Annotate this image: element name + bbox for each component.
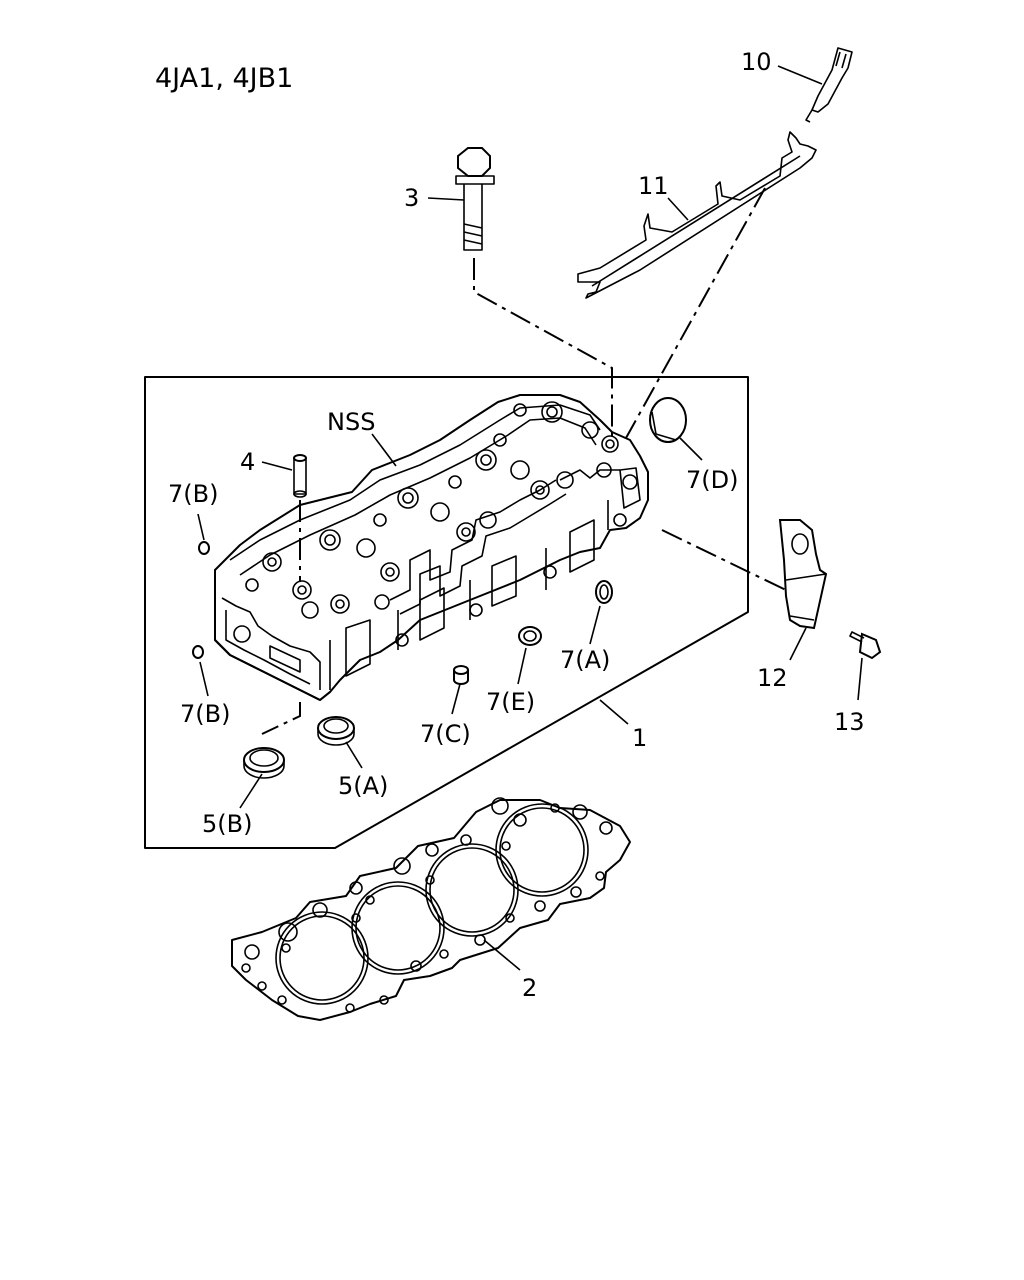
dowel-pin — [293, 454, 307, 498]
glowplug-assembly-line — [625, 187, 766, 439]
plug-7b-top — [198, 541, 210, 555]
plug-7d — [649, 397, 687, 443]
seal-5a — [317, 716, 355, 746]
diagram-title: 4JA1, 4JB1 — [155, 63, 293, 94]
leader-nss — [371, 433, 397, 467]
leader-10 — [777, 65, 823, 85]
callout-7a: 7(A) — [560, 646, 610, 674]
leader-1 — [599, 699, 629, 725]
bracket-assembly-line — [661, 529, 791, 593]
glow-plug-connector — [577, 131, 817, 299]
callout-11: 11 — [638, 172, 669, 200]
callout-5a: 5(A) — [338, 772, 388, 800]
leader-5a — [345, 741, 363, 769]
leader-7e — [517, 647, 527, 685]
leader-2 — [483, 939, 521, 971]
callout-7e: 7(E) — [486, 688, 535, 716]
callout-12: 12 — [757, 664, 788, 692]
leader-12 — [789, 627, 807, 661]
callout-13: 13 — [834, 708, 865, 736]
callout-3: 3 — [404, 184, 419, 212]
callout-10: 10 — [741, 48, 772, 76]
callout-7d: 7(D) — [686, 466, 738, 494]
leader-5b — [239, 773, 263, 809]
plug-7a — [595, 580, 613, 604]
plug-7e — [518, 626, 542, 646]
plug-7b-bottom — [192, 645, 204, 659]
leader-3 — [427, 197, 465, 201]
bracket — [778, 519, 828, 630]
head-bolt — [455, 147, 495, 251]
leader-7b-top — [197, 513, 205, 541]
callout-1: 1 — [632, 724, 647, 752]
leader-7d — [679, 437, 703, 461]
cylinder-head — [214, 394, 649, 701]
leader-7c — [451, 683, 461, 715]
leader-7a — [589, 605, 601, 645]
callout-2: 2 — [522, 974, 537, 1002]
flange-bolt — [849, 631, 882, 660]
callout-5b: 5(B) — [202, 810, 252, 838]
callout-7b-top: 7(B) — [168, 480, 218, 508]
callout-7c: 7(C) — [420, 720, 471, 748]
seal-5b — [243, 747, 285, 779]
leader-4 — [261, 461, 293, 471]
bolt-assembly-line — [473, 258, 613, 440]
callout-4: 4 — [240, 448, 255, 476]
plug-7c — [453, 665, 469, 685]
head-gasket — [231, 797, 631, 1021]
kit-boundary-box — [144, 376, 749, 849]
seal-assembly-line — [261, 702, 301, 735]
leader-11 — [667, 197, 689, 221]
leader-13 — [857, 657, 863, 701]
callout-7b-bottom: 7(B) — [180, 700, 230, 728]
glow-plug — [805, 47, 853, 123]
label-nss: NSS — [327, 408, 375, 436]
leader-7b-bottom — [199, 661, 209, 697]
